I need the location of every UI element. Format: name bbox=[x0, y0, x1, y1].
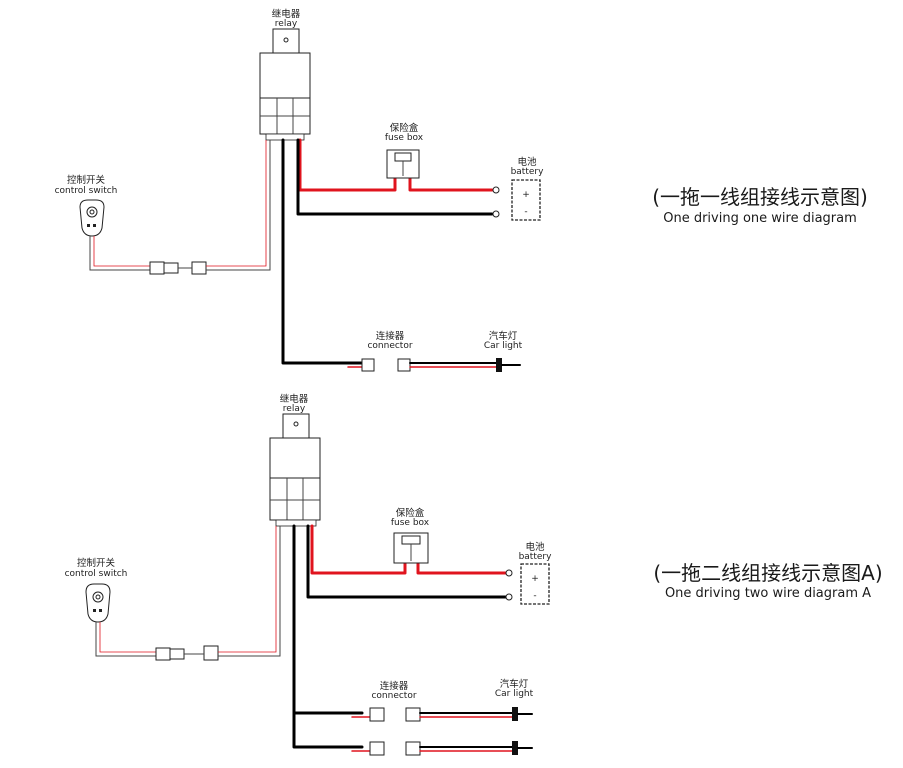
switch-1-plug-b bbox=[191, 261, 207, 275]
car-light-1: 汽车灯 Car light bbox=[484, 330, 523, 372]
car-light-2a bbox=[512, 707, 533, 721]
diagram-2-caption-cn: (一拖二线组接线示意图A) bbox=[653, 561, 882, 585]
switch-1-body bbox=[79, 199, 105, 237]
positive-wire-2-fuse-battery bbox=[416, 561, 508, 575]
car-light-1-label-cn: 汽车灯 bbox=[489, 330, 518, 342]
connector-1: 连接器 connector bbox=[347, 330, 497, 372]
positive-wire-2-relay-fuse bbox=[310, 524, 407, 575]
fuse-box-2: 保险盒 fuse box bbox=[391, 507, 430, 564]
control-switch-2: 控制开关 control switch bbox=[65, 526, 281, 661]
battery-1-label-cn: 电池 bbox=[517, 156, 537, 168]
connector-2-label-cn: 连接器 bbox=[380, 680, 409, 692]
diagram-1-caption-en: One driving one wire diagram bbox=[663, 211, 857, 226]
battery-2: 电池 battery + - bbox=[519, 541, 553, 605]
switch-2-label-en: control switch bbox=[65, 569, 128, 579]
relay-1-mount-hole bbox=[283, 37, 289, 43]
car-light-2-label-en: Car light bbox=[495, 689, 534, 699]
switch-2-plug-b bbox=[203, 645, 219, 661]
relay-2-label-cn: 继电器 bbox=[280, 393, 309, 405]
relay-2-label-en: relay bbox=[283, 404, 306, 414]
battery-2-plus: + bbox=[531, 574, 539, 584]
battery-1-positive-terminal bbox=[492, 186, 500, 194]
ground-wire-2-battery bbox=[306, 524, 508, 599]
diagram-one-light: 继电器 relay 控制开关 control switch bbox=[55, 8, 868, 372]
battery-1-plus: + bbox=[522, 190, 530, 200]
positive-wire-1-fuse-battery bbox=[408, 176, 494, 192]
diagram-two-lights: 继电器 relay 控制开关 control switch bbox=[65, 393, 883, 756]
switch-1-plug-a bbox=[149, 261, 165, 275]
fuse-1-label-en: fuse box bbox=[385, 133, 424, 143]
connector-1-label-cn: 连接器 bbox=[376, 330, 405, 342]
relay-2-mount-tab bbox=[282, 413, 310, 441]
switch-2-label-cn: 控制开关 bbox=[77, 557, 116, 569]
battery-2-label-cn: 电池 bbox=[525, 541, 545, 553]
ground-wire-2-light-b bbox=[292, 524, 364, 749]
switch-2-body bbox=[85, 583, 111, 623]
fuse-box-1: 保险盒 fuse box bbox=[385, 122, 424, 179]
ground-wire-1-battery bbox=[296, 138, 494, 216]
relay-2-socket bbox=[269, 477, 321, 521]
relay-1-label-cn: 继电器 bbox=[272, 8, 301, 20]
car-light-2-label-cn: 汽车灯 bbox=[500, 678, 529, 690]
fuse-1-label-cn: 保险盒 bbox=[390, 122, 419, 134]
connector-2a bbox=[351, 707, 513, 722]
battery-1-minus: - bbox=[524, 207, 527, 217]
battery-2-label-en: battery bbox=[519, 552, 553, 562]
relay-1-label-en: relay bbox=[275, 19, 298, 29]
ground-wire-1 bbox=[281, 138, 364, 365]
fuse-2-label-en: fuse box bbox=[391, 518, 430, 528]
relay-2-housing bbox=[269, 437, 321, 479]
battery-1-negative-terminal bbox=[492, 210, 500, 218]
car-light-1-label-en: Car light bbox=[484, 341, 523, 351]
battery-2-negative-terminal bbox=[505, 593, 513, 601]
connector-2b bbox=[351, 741, 513, 756]
connector-2-label-en: connector bbox=[371, 691, 416, 701]
battery-1: 电池 battery + - bbox=[511, 156, 545, 221]
battery-1-label-en: battery bbox=[511, 167, 545, 177]
diagram-2-caption-en: One driving two wire diagram A bbox=[665, 586, 871, 601]
switch-1-label-en: control switch bbox=[55, 186, 118, 196]
connector-1-label-en: connector bbox=[367, 341, 412, 351]
battery-2-minus: - bbox=[533, 591, 536, 601]
positive-wire-1-relay-fuse bbox=[298, 138, 397, 192]
switch-1-label-cn: 控制开关 bbox=[67, 174, 106, 186]
switch-2-plug-a bbox=[155, 647, 171, 661]
relay-1: 继电器 relay bbox=[259, 8, 311, 141]
diagram-1-caption-cn: (一拖一线组接线示意图) bbox=[652, 185, 868, 209]
relay-2: 继电器 relay bbox=[269, 393, 321, 527]
car-light-2b bbox=[512, 741, 533, 755]
control-switch-1: 控制开关 control switch bbox=[55, 140, 271, 275]
fuse-2-label-cn: 保险盒 bbox=[396, 507, 425, 519]
relay-1-housing bbox=[259, 52, 311, 99]
battery-2-positive-terminal bbox=[505, 569, 513, 577]
